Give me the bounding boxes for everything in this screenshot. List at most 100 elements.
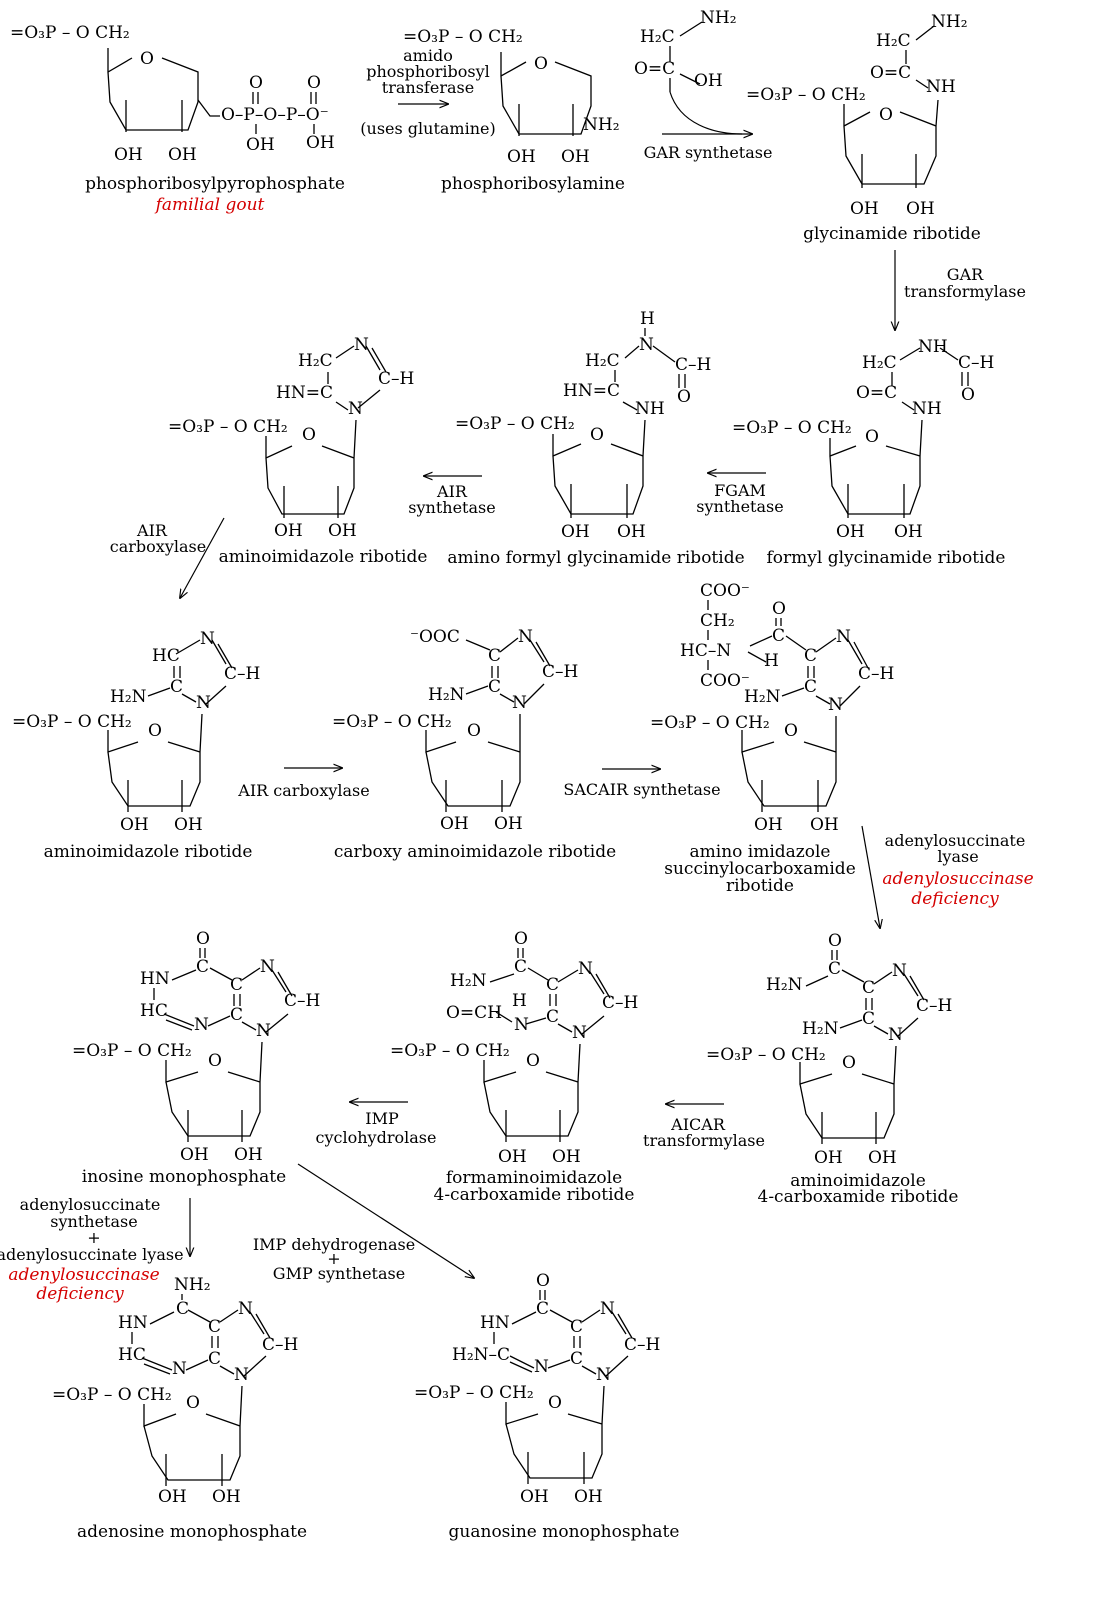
c6-o: O (196, 929, 210, 949)
c5: C (570, 1317, 583, 1337)
oh-3: OH (894, 522, 923, 542)
compound-gar: H₂C NH₂ O=C NH =O₃P – O CH₂ O OH OH glyc… (746, 12, 981, 244)
p2-oh: OH (306, 133, 335, 153)
oh-3: OH (810, 815, 839, 835)
formamide-n: N (514, 1015, 529, 1035)
formyl: O=CH (446, 1003, 502, 1023)
enzyme-line: cyclohydrolase (316, 1128, 437, 1147)
h2n: H₂N (802, 1019, 839, 1039)
enzyme-line: adenylosuccinate (885, 831, 1026, 850)
n7: N (600, 1299, 615, 1319)
n3: N (172, 1359, 187, 1379)
enzyme-step1: amido phosphoribosyl transferase (uses g… (360, 46, 495, 138)
compound-pra: =O₃P – O CH₂ O NH₂ OH OH phosphoribosyla… (403, 27, 625, 194)
n3: N (892, 961, 907, 981)
enzyme-line: carboxylase (110, 537, 206, 556)
c6: C (196, 957, 209, 977)
hc-n: HC–N (680, 641, 731, 661)
c2-nh2: H₂N–C (452, 1345, 510, 1365)
n9: N (234, 1365, 249, 1385)
oh-3: OH (552, 1147, 581, 1167)
oh-2: OH (180, 1145, 209, 1165)
compound-fgam: H N H₂C C–H O HN=C NH =O₃P – O CH₂ O OH … (447, 309, 744, 568)
ring-oxygen: O (879, 105, 893, 125)
enzyme-note: (uses glutamine) (360, 119, 495, 138)
c6-nh2: NH₂ (174, 1275, 211, 1295)
enzyme-step4: FGAM synthetase (696, 473, 784, 516)
amide-c: C (514, 957, 527, 977)
enzyme-line: AICAR (670, 1115, 726, 1134)
coo-bottom: COO⁻ (700, 671, 750, 691)
oh-3: OH (574, 1487, 603, 1507)
compound-name: inosine monophosphate (82, 1167, 286, 1187)
glycine-h2c: H₂C (640, 27, 675, 47)
ring-oxygen: O (148, 721, 162, 741)
n1-h: HN (480, 1313, 510, 1333)
phosphate-group: =O₃P – O CH₂ (732, 418, 852, 438)
phosphate-group: =O₃P – O CH₂ (650, 713, 770, 733)
oh-2: OH (754, 815, 783, 835)
compound-air-2: N HC C–H C H₂N N =O₃P – O CH₂ O OH OH am… (12, 629, 260, 862)
c5: C (230, 975, 243, 995)
enzyme-line: AIR (436, 482, 468, 501)
deficiency-note: adenylosuccinase (8, 1265, 159, 1285)
c8-h: C–H (284, 991, 320, 1011)
ch2: CH₂ (700, 611, 735, 631)
oh-2: OH (814, 1148, 843, 1168)
oh-2: OH (120, 815, 149, 835)
enzyme-line: amido (403, 46, 453, 65)
p2-oxo: O (307, 73, 321, 93)
amide-o: O (514, 929, 528, 949)
c6: C (536, 1299, 549, 1319)
compound-name: 4-carboxamide ribotide (758, 1187, 959, 1207)
compound-amp: NH₂ C HN N C C–H HC N C N =O₃P – O CH₂ O… (52, 1275, 307, 1542)
c4: C (170, 677, 183, 697)
h2n: H₂N (428, 685, 465, 705)
oh-2: OH (561, 522, 590, 542)
n3: N (578, 959, 593, 979)
c6-o: O (536, 1271, 550, 1291)
disease-note: familial gout (154, 195, 265, 215)
c4: C (208, 1349, 221, 1369)
ring-oxygen: O (590, 425, 604, 445)
oh-2: OH (498, 1147, 527, 1167)
oh-2: OH (507, 147, 536, 167)
enzyme-line: transformylase (904, 282, 1026, 301)
compound-name: aminoimidazole (790, 1171, 926, 1191)
ring-oxygen: O (548, 1393, 562, 1413)
oh-3: OH (168, 145, 197, 165)
n1-h: HN (118, 1313, 148, 1333)
enzyme-step3: GAR transformylase (895, 250, 1026, 330)
amine-group: NH₂ (583, 115, 620, 135)
amide-nh: NH (926, 77, 956, 97)
compound-imp: O C HN N C C–H HC N C N =O₃P – O CH₂ O O… (72, 929, 320, 1187)
oh-3: OH (906, 199, 935, 219)
c8-h: C–H (624, 1335, 660, 1355)
oh-3: OH (868, 1148, 897, 1168)
n9: N (888, 1025, 903, 1045)
formyl-o: O (961, 385, 975, 405)
glycine-oh: OH (694, 71, 723, 91)
h2c: H₂C (862, 353, 897, 373)
phosphate-group: =O₃P – O CH₂ (455, 414, 575, 434)
c4: C (804, 677, 817, 697)
phosphate-group: =O₃P – O CH₂ (72, 1041, 192, 1061)
compound-name: phosphoribosylamine (441, 174, 625, 194)
compound-name: amino imidazole (690, 842, 831, 862)
compound-name: carboxy aminoimidazole ribotide (334, 842, 616, 862)
enzyme-step12: adenylosuccinate synthetase + adenylosuc… (0, 1195, 190, 1304)
glycine-carbonyl: O=C (634, 59, 675, 79)
enzyme-line: AIR carboxylase (237, 781, 369, 800)
oh-3: OH (234, 1145, 263, 1165)
n-formyl: N (639, 335, 654, 355)
phosphate-group: =O₃P – O CH₂ (12, 712, 132, 732)
enzyme-line: GAR (947, 265, 984, 284)
compound-name: amino formyl glycinamide ribotide (447, 548, 744, 568)
formyl-ch: C–H (958, 353, 994, 373)
ch: C–H (378, 369, 414, 389)
enzyme-line: + (327, 1249, 340, 1268)
enzyme-step6: AIR carboxylase (110, 517, 225, 598)
oh-2: OH (114, 145, 143, 165)
ring-oxygen: O (534, 54, 548, 74)
formyl-o: O (677, 387, 691, 407)
